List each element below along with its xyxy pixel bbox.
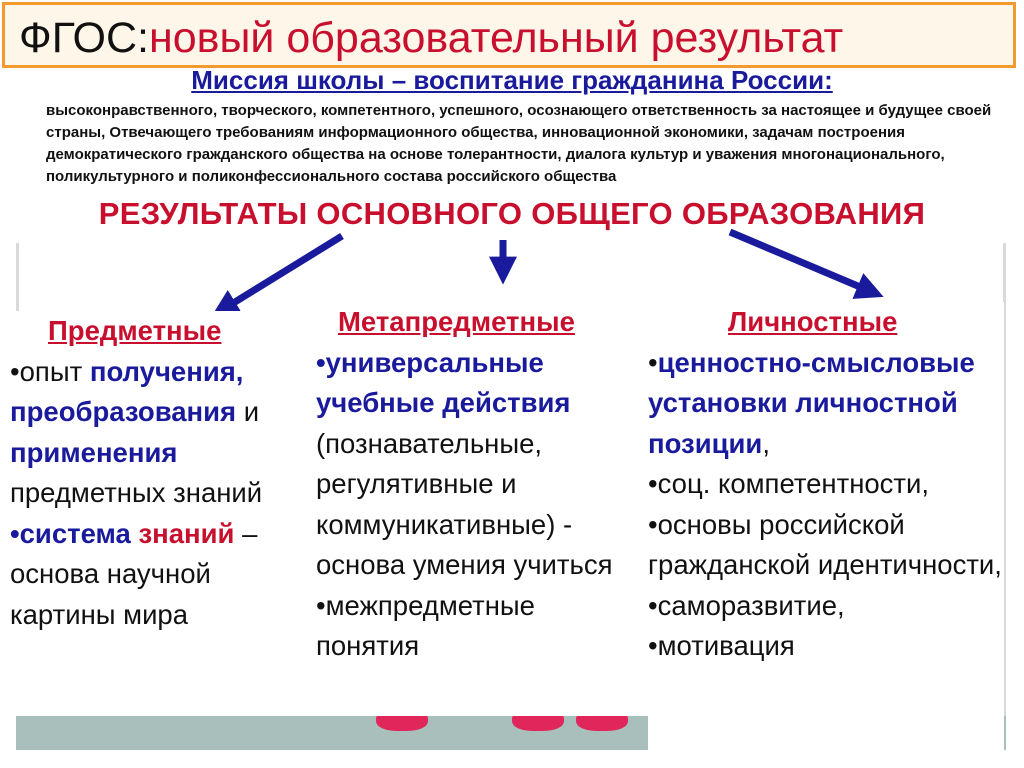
subject-b1-pre: •опыт xyxy=(10,355,90,387)
subject-bullet-experience: •опыт получения, преобразования и примен… xyxy=(10,352,308,514)
personal-b1-pre: • xyxy=(648,346,658,378)
subject-b1-post: предметных знаний xyxy=(10,477,263,508)
meta-b1-post: (познавательные, регулятивные и коммуник… xyxy=(316,427,613,581)
title-prefix: ФГОС: xyxy=(19,14,150,62)
page-title: ФГОС:новый образовательный результат xyxy=(19,11,843,65)
subject-bullet-system: •система знаний – основа научной картины… xyxy=(10,514,308,636)
meta-results-header: Метапредметные xyxy=(338,306,575,337)
title-box: ФГОС:новый образовательный результат xyxy=(2,2,1016,68)
subject-b2-red: знаний xyxy=(138,517,235,549)
personal-b1-blue: ценностно-смысловые установки личностной… xyxy=(648,346,975,459)
personal-bullet-identity: •основы российской гражданской идентично… xyxy=(648,508,1002,581)
personal-bullet-values: •ценностно-смысловые установки личностно… xyxy=(648,343,1004,465)
subject-results-header: Предметные xyxy=(48,315,222,346)
subject-results-column: Предметные •опыт получения, преобразован… xyxy=(10,311,308,716)
personal-results-header: Личностные xyxy=(728,306,898,337)
meta-bullet-concepts: •межпредметные понятия xyxy=(316,589,535,662)
arrow-left-icon xyxy=(211,233,344,317)
mission-heading: Миссия школы – воспитание гражданина Рос… xyxy=(191,65,833,95)
arrow-right-icon xyxy=(728,228,884,299)
subject-b2-post: – основа научной картины мира xyxy=(10,517,258,630)
subject-b2-blue: •система xyxy=(10,517,139,549)
personal-bullet-selfdev: •саморазвитие, xyxy=(648,589,845,621)
meta-bullet-uud: •универсальные учебные действия (познава… xyxy=(316,343,644,586)
title-main: новый образовательный результат xyxy=(149,14,844,62)
right-frame-line xyxy=(1003,243,1006,716)
personal-results-column: Личностные •ценностно-смысловые установк… xyxy=(648,302,1004,752)
subject-b1-blue1: получения, преобразования xyxy=(10,355,244,428)
meta-b1-blue: •универсальные учебные действия xyxy=(316,346,571,419)
personal-bullet-motivation: •мотивация xyxy=(648,630,795,661)
subject-b1-mid: и xyxy=(236,396,260,427)
personal-b1-post: , xyxy=(762,427,770,459)
results-heading: РЕЗУЛЬТАТЫ ОСНОВНОГО ОБЩЕГО ОБРАЗОВАНИЯ xyxy=(98,196,926,231)
subject-b1-blue2: применения xyxy=(10,436,178,468)
mission-description: высоконравственного, творческого, компет… xyxy=(46,102,992,185)
personal-bullet-social: •соц. компетентности, xyxy=(648,468,930,499)
meta-results-column: Метапредметные •универсальные учебные де… xyxy=(316,302,644,716)
